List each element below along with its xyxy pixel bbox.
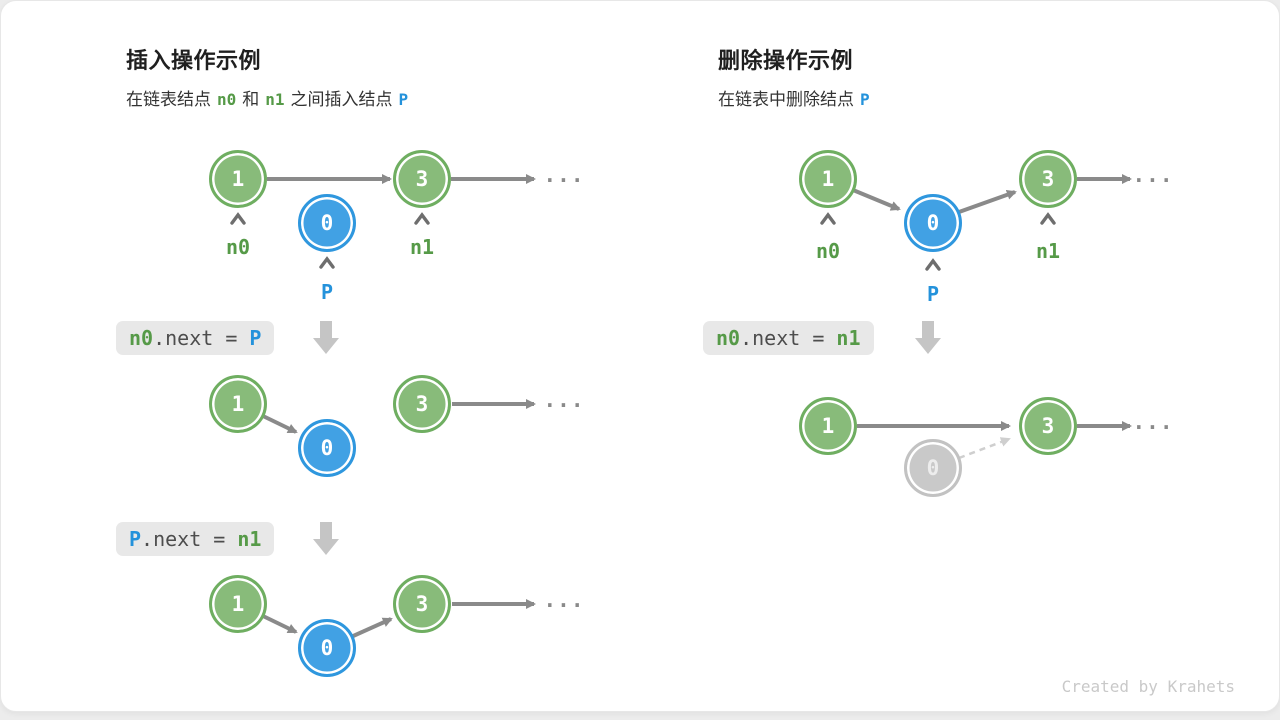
arrow-insert-fig2-1to0	[262, 414, 298, 434]
subtitle-text: 和	[242, 90, 260, 109]
ellipsis: ...	[543, 163, 585, 187]
caret-insert-p	[319, 256, 335, 269]
node-value-0: 0	[298, 419, 356, 477]
pointer-label-p: P	[926, 282, 940, 306]
subtitle-id-p: P	[398, 90, 409, 109]
caret-delete-n1	[1040, 212, 1056, 225]
caret-insert-n0	[230, 212, 246, 225]
code-insert-step1: n0.next = P	[116, 321, 275, 355]
code-insert-step2: P.next = n1	[116, 522, 275, 556]
subtitle-text: 在链表结点	[126, 90, 211, 109]
arrow-delete-fig1-1to0	[852, 188, 901, 211]
code-lhs: n0	[716, 326, 741, 350]
node-value-0: 0	[904, 194, 962, 252]
subtitle-id-n0: n0	[217, 90, 237, 109]
pointer-label-p: P	[320, 280, 334, 304]
caret-insert-n1	[414, 212, 430, 225]
pointer-label-n0: n0	[225, 235, 251, 259]
code-delete-step1: n0.next = n1	[703, 321, 874, 355]
subtitle-text: 之间插入结点	[290, 90, 393, 109]
node-value-3: 3	[393, 150, 451, 208]
node-value-1: 1	[799, 397, 857, 455]
caret-delete-p	[925, 258, 941, 271]
node-value-3: 3	[1019, 150, 1077, 208]
down-block-arrow-delete	[915, 321, 941, 354]
node-value-3: 3	[1019, 397, 1077, 455]
node-value-0: 0	[298, 619, 356, 677]
node-value-0: 0	[298, 194, 356, 252]
ellipsis: ...	[1132, 410, 1174, 434]
arrow-insert-fig3-1to0	[262, 614, 298, 634]
node-value-3: 3	[393, 575, 451, 633]
subtitle-id-n1: n1	[265, 90, 285, 109]
code-mid: .next =	[153, 326, 250, 350]
code-mid: .next =	[141, 527, 238, 551]
code-rhs: P	[249, 326, 262, 350]
down-block-arrow-insert-1	[313, 321, 339, 354]
arrow-insert-fig3-0to3	[350, 617, 393, 639]
node-value-1: 1	[799, 150, 857, 208]
credit-text: Created by Krahets	[1061, 677, 1235, 696]
subtitle-text: 在链表中删除结点	[718, 90, 854, 109]
ellipsis: ...	[543, 388, 585, 412]
node-value-1: 1	[209, 150, 267, 208]
node-value-1: 1	[209, 575, 267, 633]
down-block-arrow-insert-2	[313, 522, 339, 555]
arrow-delete-fig1-0to3	[958, 189, 1017, 214]
node-value-0-deleted: 0	[904, 439, 962, 497]
subtitle-id-p: P	[860, 90, 870, 109]
code-rhs: n1	[836, 326, 861, 350]
code-lhs: P	[129, 527, 142, 551]
insert-section-title: 插入操作示例	[126, 48, 262, 73]
delete-section-subtitle: 在链表中删除结点 P	[718, 85, 876, 110]
pointer-label-n1: n1	[1035, 239, 1061, 263]
pointer-label-n1: n1	[409, 235, 435, 259]
ellipsis: ...	[543, 588, 585, 612]
delete-section-title: 删除操作示例	[718, 48, 854, 73]
caret-delete-n0	[820, 212, 836, 225]
insert-section-subtitle: 在链表结点 n0 和 n1 之间插入结点 P	[126, 85, 414, 110]
arrow-delete-fig2-0to3-dashed	[958, 437, 1011, 460]
pointer-label-n0: n0	[815, 239, 841, 263]
code-mid: .next =	[740, 326, 837, 350]
ellipsis: ...	[1132, 163, 1174, 187]
code-lhs: n0	[129, 326, 154, 350]
code-rhs: n1	[237, 527, 262, 551]
node-value-3: 3	[393, 375, 451, 433]
node-value-1: 1	[209, 375, 267, 433]
